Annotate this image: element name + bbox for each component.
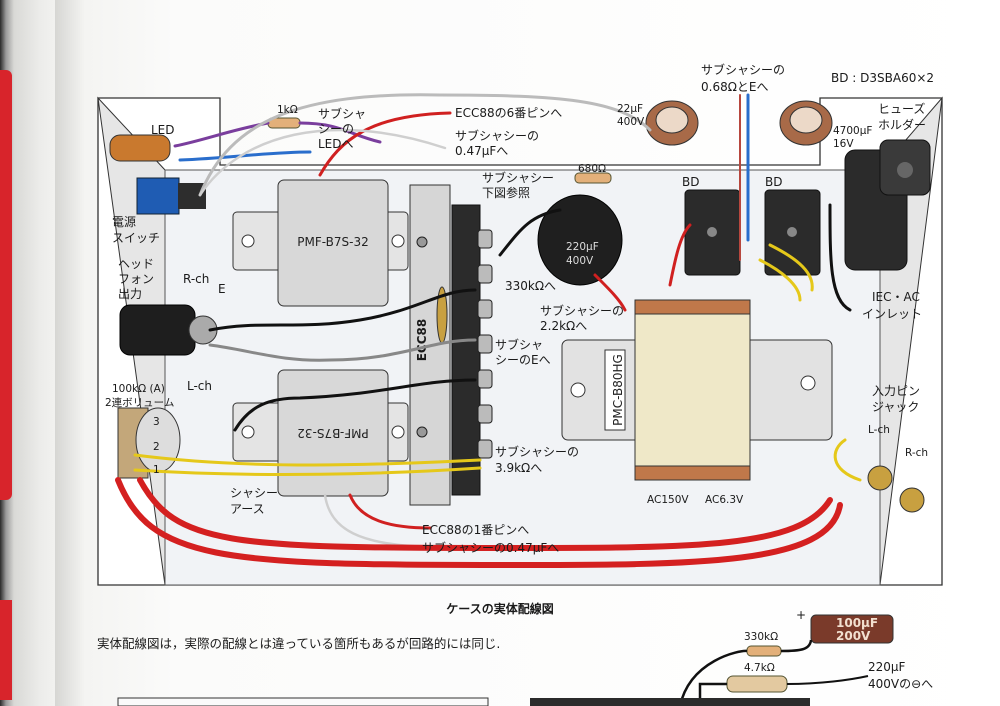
label-sub-39k-1: サブシャシーの bbox=[495, 444, 579, 459]
power-switch bbox=[136, 177, 180, 215]
resistor-47k-lower bbox=[726, 675, 788, 693]
screw-icon bbox=[416, 236, 428, 248]
label-bd-spec: BD : D3SBA60×2 bbox=[831, 71, 934, 85]
headphone-jack bbox=[119, 304, 196, 356]
label-pot-3: 3 bbox=[153, 416, 160, 428]
label-sub-see-1: サブシャシー bbox=[482, 170, 554, 185]
label-pot-1: 1 bbox=[153, 464, 160, 476]
label-sub-047-bottom: サブシャシーの0.47μFへ bbox=[422, 540, 559, 555]
label-ac150: AC150V bbox=[647, 494, 689, 506]
tube-label: ECC88 bbox=[415, 319, 429, 362]
label-sub-e-1: サブシャ bbox=[495, 337, 543, 352]
body-note: 実体配線図は，実際の配線とは違っている箇所もあるが回路的には同じ. bbox=[97, 636, 501, 651]
lower-330k: 330kΩ bbox=[744, 631, 778, 643]
label-headphone-1: ヘッド bbox=[118, 257, 154, 271]
label-volume-2: 2連ボリューム bbox=[105, 396, 174, 409]
lower-22uf-1: 220μF bbox=[868, 660, 906, 674]
label-16v: 16V bbox=[833, 138, 854, 150]
label-ecc88-pin1: ECC88の1番ピンへ bbox=[422, 523, 529, 537]
label-sub-047-1: サブシャシーの bbox=[455, 128, 539, 143]
cap-100uf-value: 100μF bbox=[836, 616, 878, 630]
label-iec-1: IEC・AC bbox=[872, 290, 920, 304]
led-component bbox=[109, 134, 171, 162]
label-330k: 330kΩへ bbox=[505, 279, 556, 293]
label-chassis-earth-1: シャシー bbox=[230, 486, 278, 500]
label-sub-chassis-1: サブシャ bbox=[318, 106, 366, 121]
block-cap-value: 220μF bbox=[566, 241, 599, 253]
label-lch-left: L-ch bbox=[187, 379, 212, 393]
transformer-label-bottom: PMF-B7S-32 bbox=[297, 426, 368, 440]
label-sub-068-1: サブシャシーの bbox=[701, 62, 785, 77]
label-rch-right: R-ch bbox=[905, 447, 928, 459]
figure-caption: ケースの実体配線図 bbox=[446, 602, 554, 616]
label-400v: 400V bbox=[617, 116, 645, 128]
label-1k: 1kΩ bbox=[277, 104, 298, 116]
block-capacitor bbox=[537, 194, 623, 286]
lower-22uf-2: 400Vの⊖へ bbox=[868, 677, 933, 691]
label-ac63: AC6.3V bbox=[705, 494, 744, 506]
label-headphone-3: 出力 bbox=[118, 287, 142, 301]
label-sub-068-2: 0.68ΩとEへ bbox=[701, 80, 768, 94]
bridge-diode-screw bbox=[707, 227, 717, 237]
label-led: LED bbox=[151, 123, 175, 137]
label-sub-see-2: 下図参照 bbox=[482, 185, 530, 200]
side-tab-lower bbox=[0, 600, 12, 700]
label-22uf: 22μF bbox=[617, 103, 643, 115]
label-pot-2: 2 bbox=[153, 441, 160, 453]
label-fuse-2: ホルダー bbox=[878, 117, 926, 132]
socket-pins bbox=[477, 229, 493, 459]
cap-100uf-voltage: 200V bbox=[836, 629, 871, 643]
label-headphone-2: フォン bbox=[118, 272, 154, 286]
label-sub-chassis-2: シーの bbox=[318, 122, 354, 136]
label-sub-22k-1: サブシャシーの bbox=[540, 303, 624, 318]
label-power-switch-1: 電源 bbox=[112, 215, 136, 229]
label-fuse-1: ヒューズ bbox=[878, 101, 925, 116]
bd-label-2: BD bbox=[765, 175, 782, 189]
label-e: E bbox=[218, 282, 226, 296]
label-power-switch-2: スイッチ bbox=[112, 231, 160, 245]
label-4700uf: 4700μF bbox=[833, 125, 872, 137]
lower-plus: + bbox=[796, 608, 806, 622]
resistor-330k-lower bbox=[746, 645, 782, 657]
power-transformer-label: PMC-B80HG bbox=[611, 354, 625, 426]
wires bbox=[115, 93, 862, 569]
bd-label-1: BD bbox=[682, 175, 699, 189]
bridge-diode-screw bbox=[787, 227, 797, 237]
output-transformer-top bbox=[232, 179, 409, 307]
label-chassis-earth-2: アース bbox=[230, 502, 265, 516]
label-sub-047-2: 0.47μFへ bbox=[455, 144, 508, 158]
label-sub-22k-2: 2.2kΩへ bbox=[540, 319, 587, 333]
label-sub-39k-2: 3.9kΩへ bbox=[495, 461, 542, 475]
sub-chassis-board bbox=[451, 204, 481, 496]
cap-100uf bbox=[810, 614, 894, 644]
label-volume-1: 100kΩ (A) bbox=[112, 383, 165, 395]
rca-jack-l bbox=[867, 465, 893, 491]
label-rch-left: R-ch bbox=[183, 272, 209, 286]
label-input-pin-2: ジャック bbox=[872, 400, 919, 414]
transformer-label-top: PMF-B7S-32 bbox=[297, 235, 368, 249]
label-ecc88-pin6: ECC88の6番ピンへ bbox=[455, 106, 562, 120]
label-sub-e-2: シーのEへ bbox=[495, 353, 551, 367]
screw-icon bbox=[416, 426, 428, 438]
side-tab bbox=[0, 70, 12, 500]
label-lch-right: L-ch bbox=[868, 424, 890, 436]
label-sub-chassis-3: LEDへ bbox=[318, 137, 354, 151]
label-input-pin-1: 入力ピン bbox=[872, 384, 920, 398]
label-iec-2: インレット bbox=[862, 307, 922, 321]
power-transformer bbox=[561, 299, 833, 481]
label-680: 680Ω bbox=[578, 163, 606, 175]
resistor-680 bbox=[574, 172, 612, 184]
rca-jack-r bbox=[899, 487, 925, 513]
annotation-labels: LED 1kΩ サブシャ シーの LEDへ ECC88の6番ピンへ サブシャシー… bbox=[105, 62, 934, 555]
lower-schematic: 100μF 200V + 330kΩ 4.7kΩ 220μF 400Vの⊖へ bbox=[117, 608, 933, 706]
lower-47k: 4.7kΩ bbox=[744, 662, 775, 674]
block-cap-voltage: 400V bbox=[566, 255, 594, 267]
